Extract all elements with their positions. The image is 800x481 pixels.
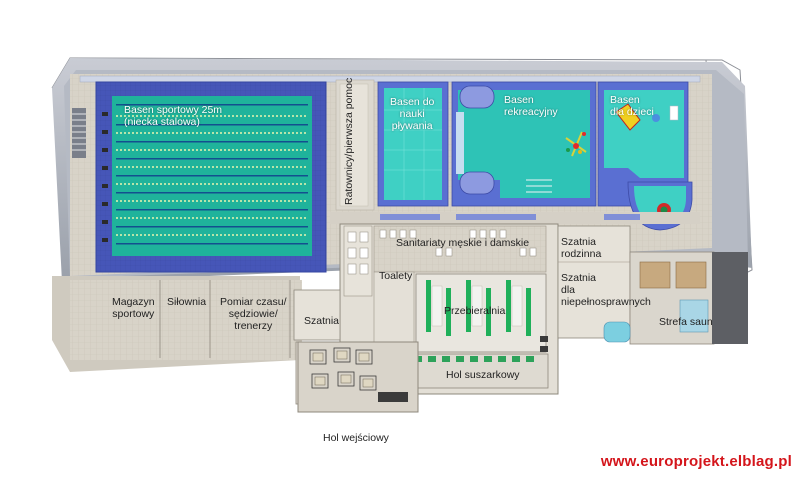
label-timing-room-line-3: trenerzy	[234, 320, 273, 332]
label-sports-storage-line-2: sportowy	[112, 308, 155, 320]
label-sauna-zone: Strefa saun	[659, 316, 713, 328]
label-sanitary: Sanitariaty męskie i damskie	[396, 237, 530, 249]
family-locker-area	[557, 225, 631, 339]
label-learning-pool: Basen do nauki pływania	[390, 96, 434, 132]
label-locker: Szatnia	[304, 315, 340, 327]
label-learning-pool-line-1: Basen do	[390, 96, 435, 108]
label-recreation-pool-line-1: Basen	[504, 94, 534, 106]
label-learning-pool-line-3: pływania	[391, 120, 433, 132]
sauna-zone	[603, 251, 748, 345]
label-gym: Siłownia	[167, 296, 207, 308]
label-kids-pool: Basen dla dzieci	[610, 94, 654, 118]
website-credit: www.europrojekt.elblag.pl	[600, 453, 792, 470]
label-lifeguards: Ratownicy/pierwsza pomoc	[343, 77, 355, 205]
label-sport-pool-line-2: (niecka stalowa)	[124, 116, 200, 128]
sport-pool	[72, 81, 327, 273]
label-sports-storage-line-1: Magazyn	[112, 296, 155, 308]
label-sports-storage: Magazyn sportowy	[112, 296, 155, 320]
label-disabled-locker-line-3: niepełnosprawnych	[561, 296, 651, 308]
label-family-locker-line-2: rodzinna	[561, 248, 602, 260]
label-recreation-pool-line-2: rekreacyjny	[504, 106, 558, 118]
label-entrance-hall: Hol wejściowy	[323, 432, 389, 444]
label-disabled-locker: Szatnia dla niepełnosprawnych	[561, 272, 651, 308]
label-recreation-pool: Basen rekreacyjny	[504, 94, 558, 118]
label-family-locker-line-1: Szatnia	[561, 236, 597, 248]
entrance-hall	[297, 341, 419, 413]
label-kids-pool-line-2: dla dzieci	[610, 106, 654, 118]
label-toilets: Toalety	[379, 270, 413, 282]
label-sport-pool: Basen sportowy 25m (niecka stalowa)	[124, 104, 222, 128]
changing-block	[339, 223, 559, 395]
recreation-pool	[451, 81, 597, 207]
label-disabled-locker-line-2: dla	[561, 284, 576, 296]
label-disabled-locker-line-1: Szatnia	[561, 272, 597, 284]
label-kids-pool-line-1: Basen	[610, 94, 640, 106]
label-learning-pool-line-2: nauki	[399, 108, 425, 120]
label-sport-pool-line-1: Basen sportowy 25m	[124, 104, 223, 116]
label-timing-room-line-2: sędziowie/	[228, 308, 278, 320]
learning-pool	[377, 81, 449, 207]
label-changing-room: Przebieralnia	[444, 305, 506, 317]
label-dryer-hall: Hol suszarkowy	[446, 369, 520, 381]
label-timing-room: Pomiar czasu/ sędziowie/ trenerzy	[220, 296, 287, 332]
label-timing-room-line-1: Pomiar czasu/	[220, 296, 287, 308]
label-family-locker: Szatnia rodzinna	[561, 236, 601, 260]
